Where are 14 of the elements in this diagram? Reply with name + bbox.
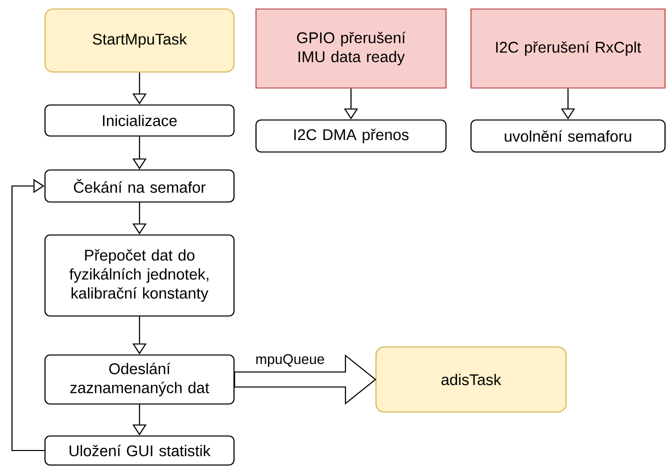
arrow bbox=[11, 178, 44, 452]
process-box: Uložení GUI statistik bbox=[44, 435, 235, 466]
process-box: uvolnění semaforu bbox=[470, 119, 666, 153]
task-box: StartMpuTask bbox=[44, 8, 235, 73]
task-box: adisTask bbox=[375, 346, 567, 413]
block-arrow bbox=[234, 354, 376, 405]
interrupt-box: GPIO přerušení IMU data ready bbox=[255, 8, 447, 89]
process-box: Odeslání zaznamenaných dat bbox=[44, 354, 235, 405]
edge-label: mpuQueue bbox=[254, 353, 326, 368]
process-box: I2C DMA přenos bbox=[255, 119, 447, 153]
interrupt-box: I2C přerušení RxCplt bbox=[470, 8, 666, 89]
process-box: Přepočet dat do fyzikálních jednotek, kalibrační konstanty bbox=[44, 234, 235, 317]
process-box: Čekání na semafor bbox=[44, 169, 235, 203]
process-box: Inicializace bbox=[44, 104, 235, 137]
